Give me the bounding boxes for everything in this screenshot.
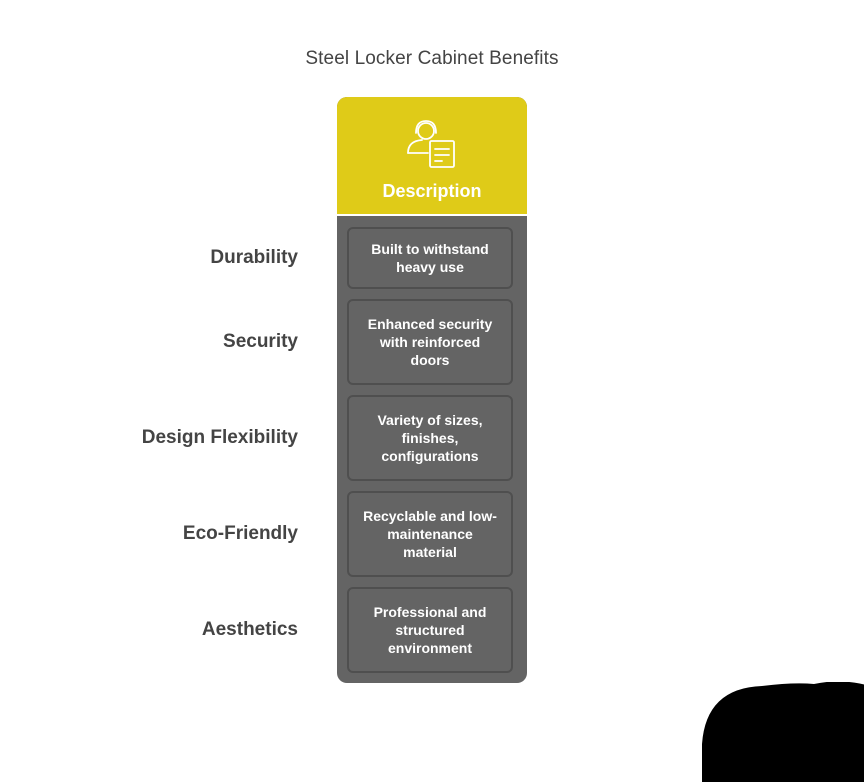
description-text: Professional and structured environment (373, 604, 487, 656)
row-label-eco-friendly: Eco-Friendly (182, 523, 298, 544)
row-label-security: Security (223, 331, 298, 352)
column-header-label: Description (382, 181, 482, 201)
description-cell-design-flexibility: Variety of sizes, finishes, configuratio… (347, 395, 513, 481)
row-label-aesthetics: Aesthetics (201, 619, 298, 640)
diagram-title: Steel Locker Cabinet Benefits (305, 48, 559, 69)
description-text: Recyclable and low-maintenance material (363, 508, 497, 560)
row-label-durability: Durability (210, 247, 298, 268)
description-cell-aesthetics: Professional and structured environment (347, 587, 513, 673)
redaction-blob (702, 682, 864, 782)
description-text: Built to withstand heavy use (371, 241, 489, 275)
description-text: Enhanced security with reinforced doors (367, 316, 493, 368)
description-cell-durability: Built to withstand heavy use (347, 227, 513, 289)
description-cell-security: Enhanced security with reinforced doors (347, 299, 513, 385)
column-header: Description (337, 97, 527, 216)
description-cell-eco-friendly: Recyclable and low-maintenance material (347, 491, 513, 577)
description-column: Description Built to withstand heavy use… (337, 97, 527, 683)
description-text: Variety of sizes, finishes, configuratio… (377, 412, 483, 464)
person-document-icon (407, 120, 455, 168)
row-label-design-flexibility: Design Flexibility (141, 427, 298, 448)
